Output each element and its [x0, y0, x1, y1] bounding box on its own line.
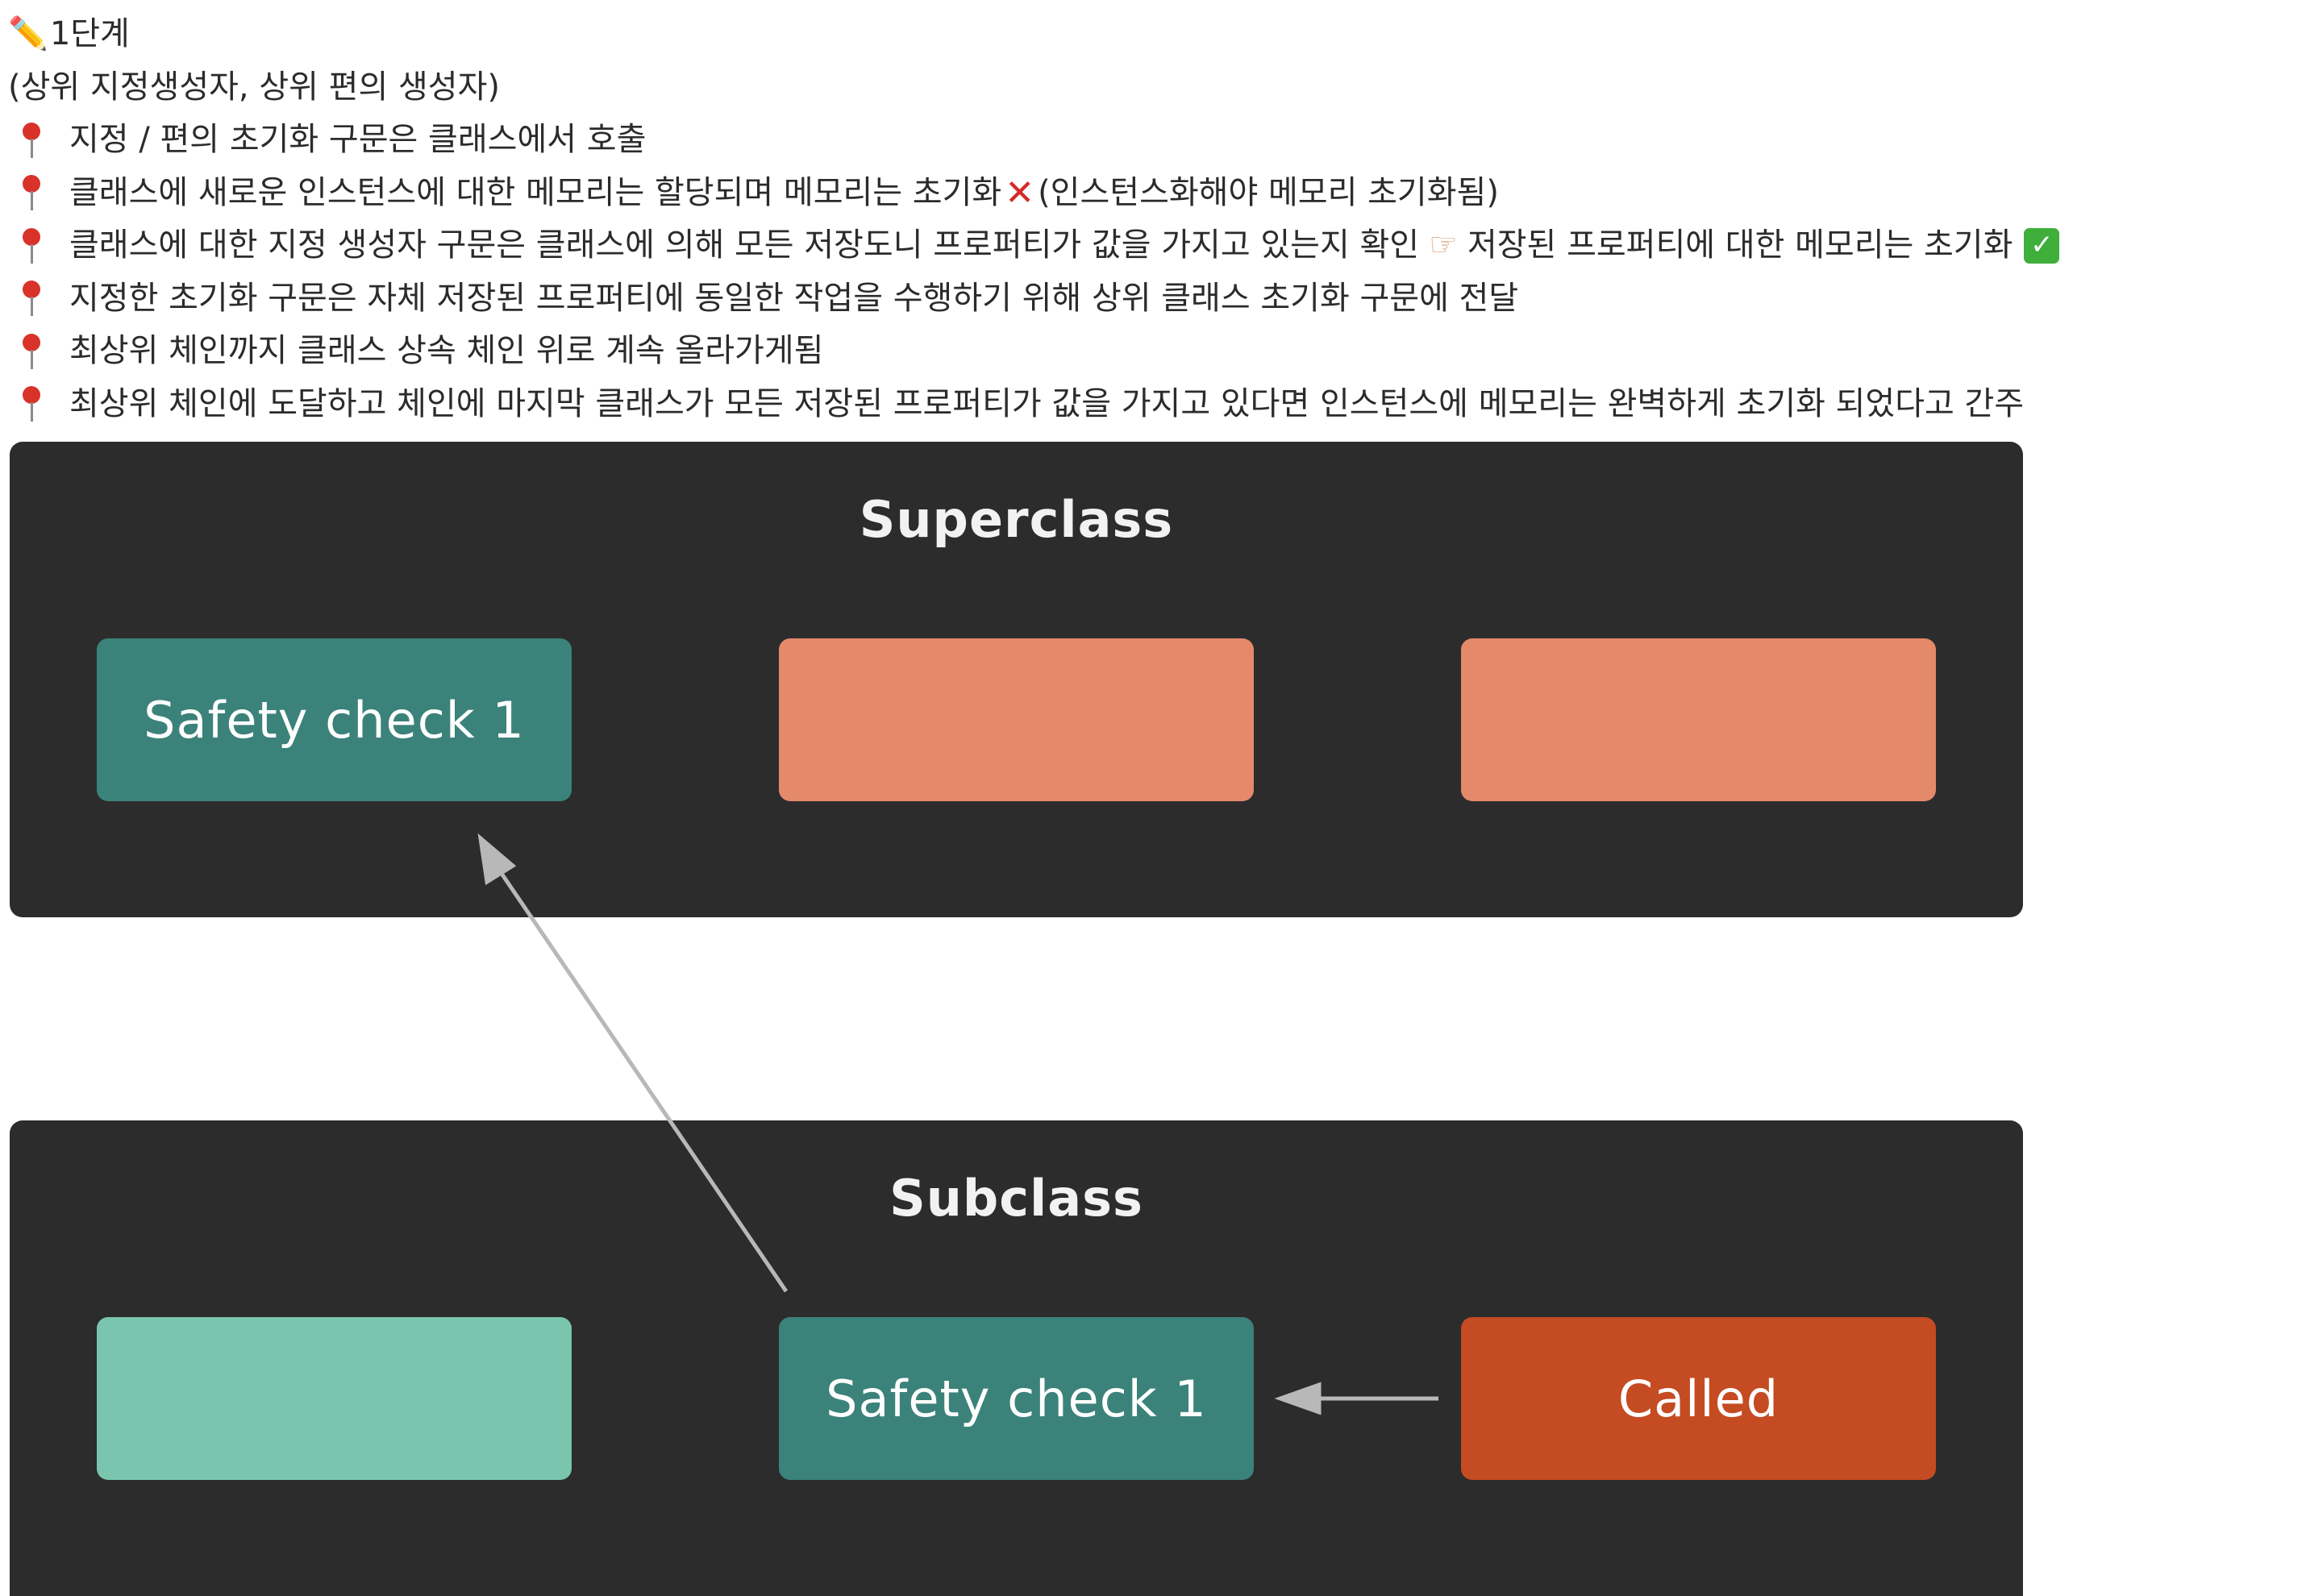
subclass-box-safety-check: Safety check 1 — [779, 1317, 1254, 1480]
pin-icon — [19, 332, 44, 371]
notes-heading: 1단계 — [49, 15, 130, 52]
pointing-hand-icon: ☞ — [1429, 227, 1458, 264]
bullet-text: 최상위 체인에 도달하고 체인에 마지막 클래스가 모든 저장된 프로퍼티가 값… — [69, 384, 2025, 422]
subclass-panel: Subclass Safety check 1 Called — [10, 1120, 2023, 1596]
notes-subheading-line: (상위 지정생성자, 상위 편의 생성자) — [8, 61, 2298, 114]
red-cross-icon: ✕ — [1005, 172, 1035, 214]
bullet-text-note: (인스턴스화해야 메모리 초기화됨) — [1038, 173, 1499, 211]
pin-icon — [19, 279, 44, 318]
bullet-item: 최상위 체인까지 클래스 상속 체인 위로 계속 올라가게됨 — [8, 325, 2298, 378]
bullet-item: 클래스에 새로운 인스턴스에 대한 메모리는 할당되며 메모리는 초기화 ✕ (… — [8, 167, 2298, 220]
pencil-icon: ✏️ — [8, 15, 48, 52]
bullet-text-result: 저장된 프로퍼티에 대한 메모리는 초기화 — [1467, 227, 2013, 264]
subclass-title: Subclass — [889, 1169, 1143, 1228]
superclass-title: Superclass — [859, 490, 1174, 549]
bullet-item: 최상위 체인에 도달하고 체인에 마지막 클래스가 모든 저장된 프로퍼티가 값… — [8, 378, 2298, 431]
subclass-box-called: Called — [1461, 1317, 1936, 1480]
superclass-box-right — [1461, 638, 1936, 801]
bullet-item: 클래스에 대한 지정 생성자 구문은 클래스에 의해 모든 저장도니 프로퍼티가… — [8, 219, 2298, 272]
pin-icon — [19, 173, 44, 212]
bullet-text: 지정 / 편의 초기화 구문은 클래스에서 호출 — [69, 121, 647, 158]
notes-subheading: (상위 지정생성자, 상위 편의 생성자) — [8, 68, 500, 106]
bullet-text: 클래스에 대한 지정 생성자 구문은 클래스에 의해 모든 저장도니 프로퍼티가… — [69, 227, 1420, 264]
superclass-box-middle — [779, 638, 1254, 801]
bullet-text: 지정한 초기화 구문은 자체 저장된 프로퍼티에 동일한 작업을 수행하기 위해… — [69, 279, 1519, 317]
superclass-panel: Superclass Safety check 1 — [10, 442, 2023, 917]
notes-section: ✏️ 1단계 (상위 지정생성자, 상위 편의 생성자) 지정 / 편의 초기화… — [8, 8, 2298, 430]
pin-icon — [19, 121, 44, 160]
bullet-item: 지정한 초기화 구문은 자체 저장된 프로퍼티에 동일한 작업을 수행하기 위해… — [8, 272, 2298, 326]
pin-icon — [19, 384, 44, 423]
bullet-text: 최상위 체인까지 클래스 상속 체인 위로 계속 올라가게됨 — [69, 332, 824, 369]
subclass-box-left — [97, 1317, 572, 1480]
bullet-item: 지정 / 편의 초기화 구문은 클래스에서 호출 — [8, 114, 2298, 167]
pin-icon — [19, 227, 44, 265]
green-check-icon: ✓ — [2024, 227, 2060, 264]
superclass-box-safety-check: Safety check 1 — [97, 638, 572, 801]
notes-heading-line: ✏️ 1단계 — [8, 8, 2298, 61]
bullet-text: 클래스에 새로운 인스턴스에 대한 메모리는 할당되며 메모리는 초기화 — [69, 173, 1002, 211]
